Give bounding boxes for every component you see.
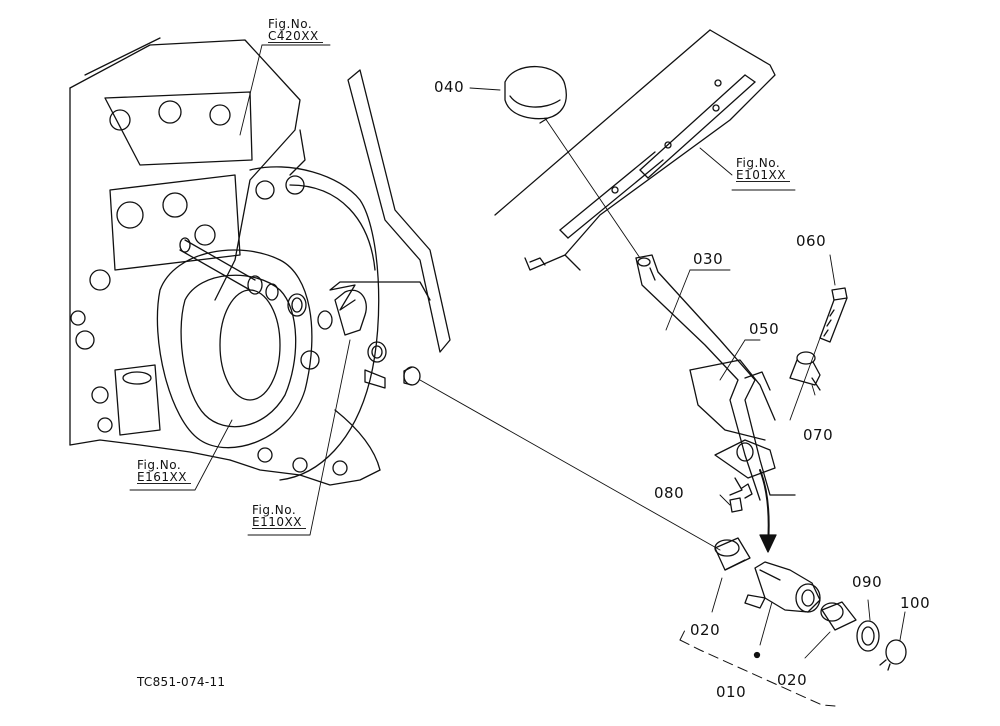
part-number-090: 090 xyxy=(852,573,883,591)
bushing-020-right xyxy=(820,601,857,631)
shaft-assembly xyxy=(179,237,421,389)
assembly-centerline xyxy=(419,379,721,551)
fig-ref-prefix: Fig.No. xyxy=(252,503,297,517)
part-number-100: 100 xyxy=(900,594,931,612)
linkage-rod xyxy=(329,69,451,353)
part-number-050: 050 xyxy=(749,320,780,338)
fig-ref-code: E161XX xyxy=(137,471,191,484)
fig-ref-prefix: Fig.No. xyxy=(268,17,313,31)
bushing-020-left xyxy=(714,537,751,571)
fig-ref-e110: Fig.No. E110XX xyxy=(252,504,306,529)
part-number-010: 010 xyxy=(716,683,747,701)
fig-ref-e101: Fig.No. E101XX xyxy=(736,157,790,182)
shift-lever xyxy=(635,254,796,501)
fig-ref-code: E110XX xyxy=(252,516,306,529)
fig-ref-c420: Fig.No. C420XX xyxy=(268,18,323,43)
knob-centerline xyxy=(544,117,641,259)
shift-knob xyxy=(504,65,567,124)
bolt-060 xyxy=(789,287,848,421)
group-marker-dot xyxy=(753,651,761,659)
fig-ref-prefix: Fig.No. xyxy=(736,156,781,170)
guide-plate xyxy=(494,29,776,271)
direction-arrow xyxy=(759,469,777,553)
fig-ref-code: E101XX xyxy=(736,169,790,182)
snap-ring-100 xyxy=(879,639,907,671)
group-010-bracket xyxy=(679,629,836,707)
transmission-housing xyxy=(69,37,381,486)
part-number-030: 030 xyxy=(693,250,724,268)
part-number-040: 040 xyxy=(434,78,465,96)
lever-bracket xyxy=(714,439,776,496)
part-number-060: 060 xyxy=(796,232,827,250)
drawing-code: TC851-074-11 xyxy=(137,675,226,689)
fig-ref-code: C420XX xyxy=(268,30,323,43)
part-number-070: 070 xyxy=(803,426,834,444)
fig-ref-e161: Fig.No. E161XX xyxy=(137,459,191,484)
leader-lines xyxy=(129,44,906,659)
part-number-020-left: 020 xyxy=(690,621,721,639)
fig-ref-prefix: Fig.No. xyxy=(137,458,182,472)
clip-pin-070 xyxy=(789,351,821,391)
part-number-080: 080 xyxy=(654,484,685,502)
part-number-020-right: 020 xyxy=(777,671,808,689)
hub-010 xyxy=(744,561,821,613)
bolt-080 xyxy=(729,483,753,513)
washer-090 xyxy=(856,620,880,652)
